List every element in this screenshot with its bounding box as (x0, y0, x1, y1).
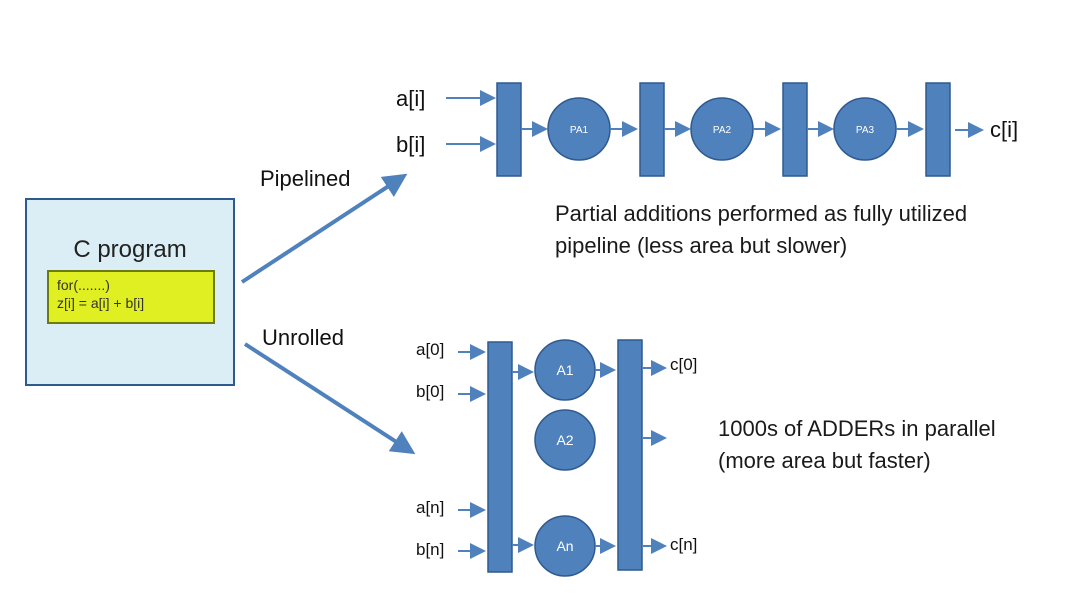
pipelined-note: Partial additions performed as fully uti… (555, 198, 967, 262)
pipeline-register-1 (496, 82, 522, 177)
pipeline-register-3 (782, 82, 808, 177)
adder-a2-circle (534, 409, 596, 471)
adder-an-label: An (556, 538, 573, 554)
input-label-b-i: b[i] (396, 132, 426, 157)
pipeline-register-2 (639, 82, 665, 177)
unrolled-note: 1000s of ADDERs in parallel (more area b… (718, 413, 996, 477)
unrolled-label: Unrolled (262, 325, 344, 350)
stage-pa1-label: PA1 (570, 125, 589, 136)
input-label-b-0: b[0] (416, 382, 445, 401)
code-snippet-box: for(.......) z[i] = a[i] + b[i] (47, 270, 215, 324)
output-register-bar (617, 339, 643, 571)
input-label-b-n: b[n] (416, 540, 445, 559)
pipeline-register-4 (925, 82, 951, 177)
pipelined-note-line-1: Partial additions performed as fully uti… (555, 201, 968, 226)
input-label-a-n: a[n] (416, 498, 445, 517)
adder-a1-label: A1 (556, 362, 573, 378)
stage-pa3-label: PA3 (856, 125, 875, 136)
pipelined-branch-arrow (240, 173, 408, 284)
output-label-c-i: c[i] (990, 117, 1019, 142)
output-label-c-n: c[n] (670, 535, 698, 554)
c-program-title: C program (73, 236, 187, 263)
adder-a2-label: A2 (556, 432, 573, 448)
pipelined-label: Pipelined (260, 166, 351, 191)
output-label-c-0: c[0] (670, 355, 698, 374)
c-program-box: C program for(.......) z[i] = a[i] + b[i… (25, 198, 235, 386)
code-line-2: z[i] = a[i] + b[i] (57, 295, 145, 311)
input-label-a-0: a[0] (416, 340, 445, 359)
input-register-bar (487, 341, 513, 573)
unrolled-note-line-2: (more area but faster) (718, 448, 931, 473)
input-label-a-i: a[i] (396, 86, 426, 111)
code-line-1: for(.......) (57, 277, 110, 293)
pipelined-note-line-2: pipeline (less area but slower) (555, 233, 848, 258)
unrolled-branch-arrow (243, 342, 416, 455)
unrolled-note-line-1: 1000s of ADDERs in parallel (718, 416, 996, 441)
stage-pa2-label: PA2 (713, 125, 732, 136)
